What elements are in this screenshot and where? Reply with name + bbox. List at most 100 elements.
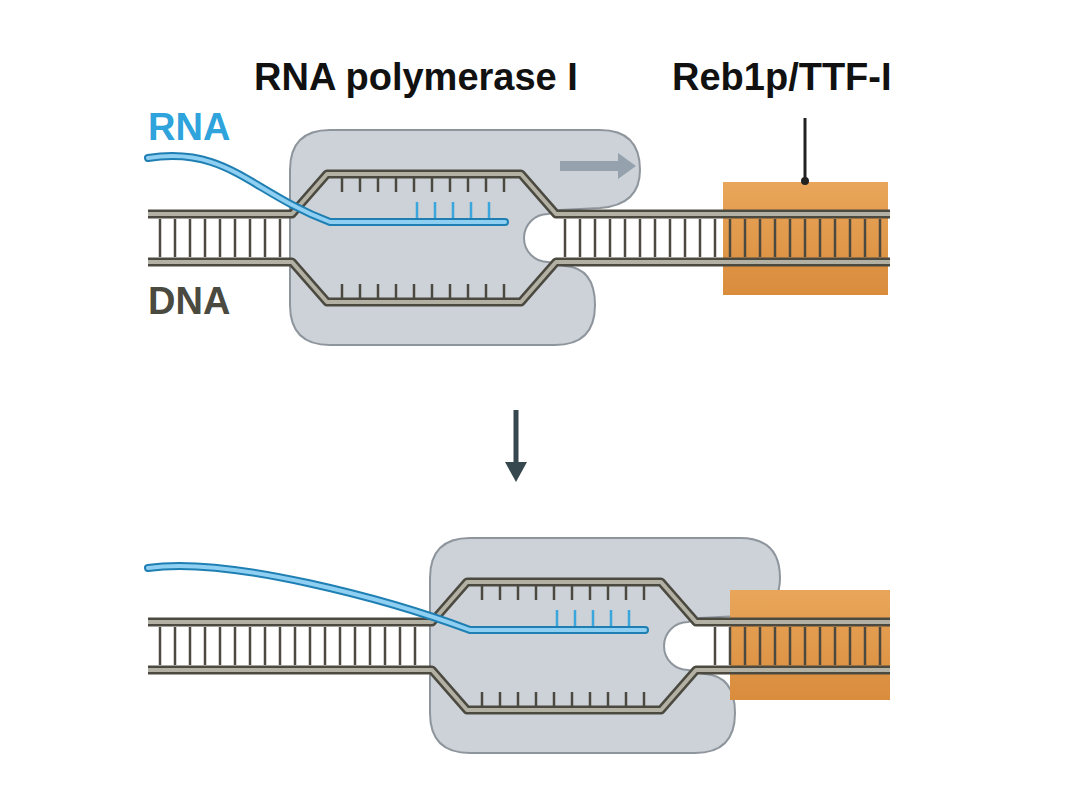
base-pair [714,219,717,257]
base-pair [189,627,192,665]
polymerase-body [430,538,780,753]
base-pair [714,627,717,665]
base-tick [341,178,344,192]
base-tick [571,692,574,706]
base-tick [625,586,628,600]
base-tick [499,692,502,706]
rna-base [556,610,559,626]
base-pair [234,627,237,665]
base-tick [643,692,646,706]
base-pair [279,627,282,665]
dna-strand [148,582,890,622]
base-tick [499,586,502,600]
rna-base [452,202,455,218]
base-pair [189,219,192,257]
base-pair [774,627,777,665]
base-tick [535,586,538,600]
base-tick [607,586,610,600]
base-pair [639,219,642,257]
base-tick [607,692,610,706]
base-pair [744,219,747,257]
base-pair [729,627,732,665]
base-pair [249,219,252,257]
base-pair [354,627,357,665]
base-pair [834,627,837,665]
base-tick [517,692,520,706]
base-tick [485,178,488,192]
rna-base [470,202,473,218]
rna-base [592,610,595,626]
base-pair [654,219,657,257]
base-tick [395,284,398,298]
base-tick [377,284,380,298]
base-pair [849,219,852,257]
base-tick [481,586,484,600]
base-pair [699,219,702,257]
rna-label: RNA [148,108,230,148]
base-tick [467,178,470,192]
step-arrowhead [505,462,527,482]
base-pair [294,627,297,665]
base-pair [744,627,747,665]
base-pair [594,219,597,257]
base-pair [324,627,327,665]
leader-line [804,118,807,180]
base-pair [849,627,852,665]
base-tick [359,178,362,192]
base-pair [564,219,567,257]
base-pair [759,627,762,665]
dna-strand [148,670,890,710]
base-pair [864,627,867,665]
base-pair [369,627,372,665]
base-tick [535,692,538,706]
base-tick [553,692,556,706]
base-pair [204,219,207,257]
polymerase-body [290,130,640,345]
base-pair [399,627,402,665]
base-tick [413,178,416,192]
base-pair [219,219,222,257]
base-pair [789,627,792,665]
rna-base [574,610,577,626]
base-tick [341,284,344,298]
base-pair [729,219,732,257]
base-tick [503,178,506,192]
leader-dot [801,177,809,185]
base-pair [819,627,822,665]
base-pair [264,627,267,665]
rna-strand [148,156,505,222]
panel [148,130,890,345]
base-tick [643,586,646,600]
rna-strand [148,566,645,630]
dna-strand [148,174,890,214]
base-pair [264,219,267,257]
base-tick [467,284,470,298]
base-tick [449,178,452,192]
rna-strand-core [148,566,645,630]
dna-strand [148,262,890,302]
base-pair [579,219,582,257]
base-pair [804,219,807,257]
base-pair [624,219,627,257]
base-tick [395,178,398,192]
base-pair [669,219,672,257]
base-tick [503,284,506,298]
base-tick [553,586,556,600]
rna-strand-core [148,156,505,222]
base-pair [309,627,312,665]
base-tick [449,284,452,298]
base-pair [159,627,162,665]
dna-label: DNA [148,282,230,322]
rna-base [488,202,491,218]
rna-base [610,610,613,626]
base-pair [339,627,342,665]
dna-strand-core [148,670,890,710]
base-pair [219,627,222,665]
rna-base [628,610,631,626]
dna-strand-core [148,262,890,302]
base-pair [204,627,207,665]
direction-arrow [560,153,636,179]
base-tick [413,284,416,298]
base-tick [377,178,380,192]
base-tick [431,284,434,298]
